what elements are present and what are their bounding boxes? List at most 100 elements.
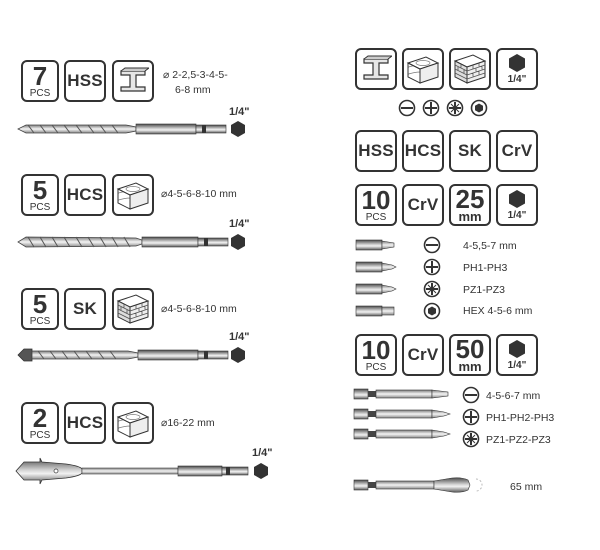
material-badge: HSS [355,130,397,172]
pcs-count: 5 [32,174,48,205]
length-unit: mm [458,359,482,374]
bit-size-label: PH1-PH2-PH3 [486,412,555,424]
short-bits [355,239,397,317]
screwdriver-bit-icon [353,388,449,400]
length-badge: 25 mm [449,184,491,226]
slot-icon [423,236,441,254]
length-badge: 50 mm [449,334,491,376]
drill-bit-icon [17,123,227,135]
material-label: CrV [407,345,439,364]
count-badge: 5 PCS [21,288,59,330]
material-label: HCS [404,141,442,160]
size-range-line1: ⌀4-5-6-8-10 mm [161,188,237,200]
tip-types-row [398,99,488,117]
steel-beam-icon [355,48,397,90]
wood-icon [402,48,444,90]
size-range-line1: ⌀ 2-2,5-3-4-5- [163,69,228,81]
shank-size: 1/4" [507,210,527,221]
pcs-label: PCS [29,315,51,327]
material-badge: HCS [64,174,106,216]
pcs-label: PCS [365,361,387,373]
holder-length: 65 mm [510,481,543,493]
screwdriver-bit-icon [353,428,451,440]
screwdriver-bit-icon [355,283,397,295]
count-badge: 10 PCS [355,184,397,226]
pcs-label: PCS [365,211,387,223]
count-badge: 10 PCS [355,334,397,376]
pcs-count: 7 [32,60,48,91]
size-range-line2: 6-8 mm [175,84,211,96]
material-label: CrV [407,195,439,214]
drill-bit-icon [17,348,229,362]
material-label: HCS [66,185,104,204]
phillips-icon [462,408,480,426]
brick-wall-icon [112,288,154,330]
bit-size-label: PZ1-PZ2-PZ3 [486,434,551,446]
hex-shank-icon [231,234,245,250]
bit-length: 50 [455,334,485,364]
material-badge: CrV [496,130,538,172]
pozidriv-icon [423,280,441,298]
material-badge: CrV [402,184,444,226]
size-text: 4-5-6-8-10 mm [167,188,237,200]
material-label: HCS [66,413,104,432]
steel-beam-icon [112,60,154,102]
slot-icon [462,386,480,404]
slot-icon [398,99,416,117]
length-unit: mm [458,209,482,224]
material-label: HSS [358,141,394,160]
material-badge: SK [449,130,491,172]
short-tip-icons [423,236,441,320]
count-badge: 5 PCS [21,174,59,216]
size-text: 2-2,5-3-4-5- [172,69,228,81]
pcs-label: PCS [29,429,51,441]
hex-shank-icon [509,190,525,208]
long-bits [353,388,451,440]
wood-icon [112,174,154,216]
screwdriver-bit-icon [355,239,395,251]
pozidriv-icon [446,99,464,117]
bit-size-label: 4-5,5-7 mm [463,240,517,252]
pcs-label: PCS [29,201,51,213]
shank-size: 1/4" [229,218,250,230]
hex-shank-icon [509,340,525,358]
hex-shank-icon [509,54,525,72]
shank-size: 1/4" [229,106,250,118]
pcs-count: 10 [361,334,391,365]
pcs-count: 2 [32,402,48,433]
pcs-label: PCS [29,87,51,99]
wood-icon [112,402,154,444]
count-badge: 2 PCS [21,402,59,444]
shank-size: 1/4" [252,447,273,459]
bit-size-label: 4-5-6-7 mm [486,390,541,402]
material-badge: HCS [402,130,444,172]
hex-socket-icon [470,99,488,117]
count-badge: 7 PCS [21,60,59,102]
size-range-line1: ⌀4-5-6-8-10 mm [161,303,237,315]
phillips-icon [422,99,440,117]
material-badge: SK [64,288,106,330]
pozidriv-icon [462,430,480,448]
material-badge: CrV [402,334,444,376]
long-tip-icons [462,386,480,448]
drill-bit-icon [17,236,229,248]
spade-bit-icon [15,457,249,485]
material-label: SK [457,141,483,160]
material-label: SK [72,299,98,318]
size-text: 4-5-6-8-10 mm [167,303,237,315]
hex-shank-icon [231,121,245,137]
brick-wall-icon [449,48,491,90]
bit-size-label: PZ1-PZ3 [463,284,506,296]
bit-size-label: HEX 4-5-6 mm [463,305,533,317]
material-label: HSS [67,71,103,90]
material-label: CrV [501,141,533,160]
pcs-count: 10 [361,184,391,215]
material-badge: HSS [64,60,106,102]
hex-socket-icon [423,302,441,320]
hex-shank-icon [231,347,245,363]
shank-size: 1/4" [507,360,527,371]
bit-length: 25 [455,184,485,214]
screwdriver-bit-icon [355,305,395,317]
size-range-line1: ⌀16-22 mm [161,417,215,429]
